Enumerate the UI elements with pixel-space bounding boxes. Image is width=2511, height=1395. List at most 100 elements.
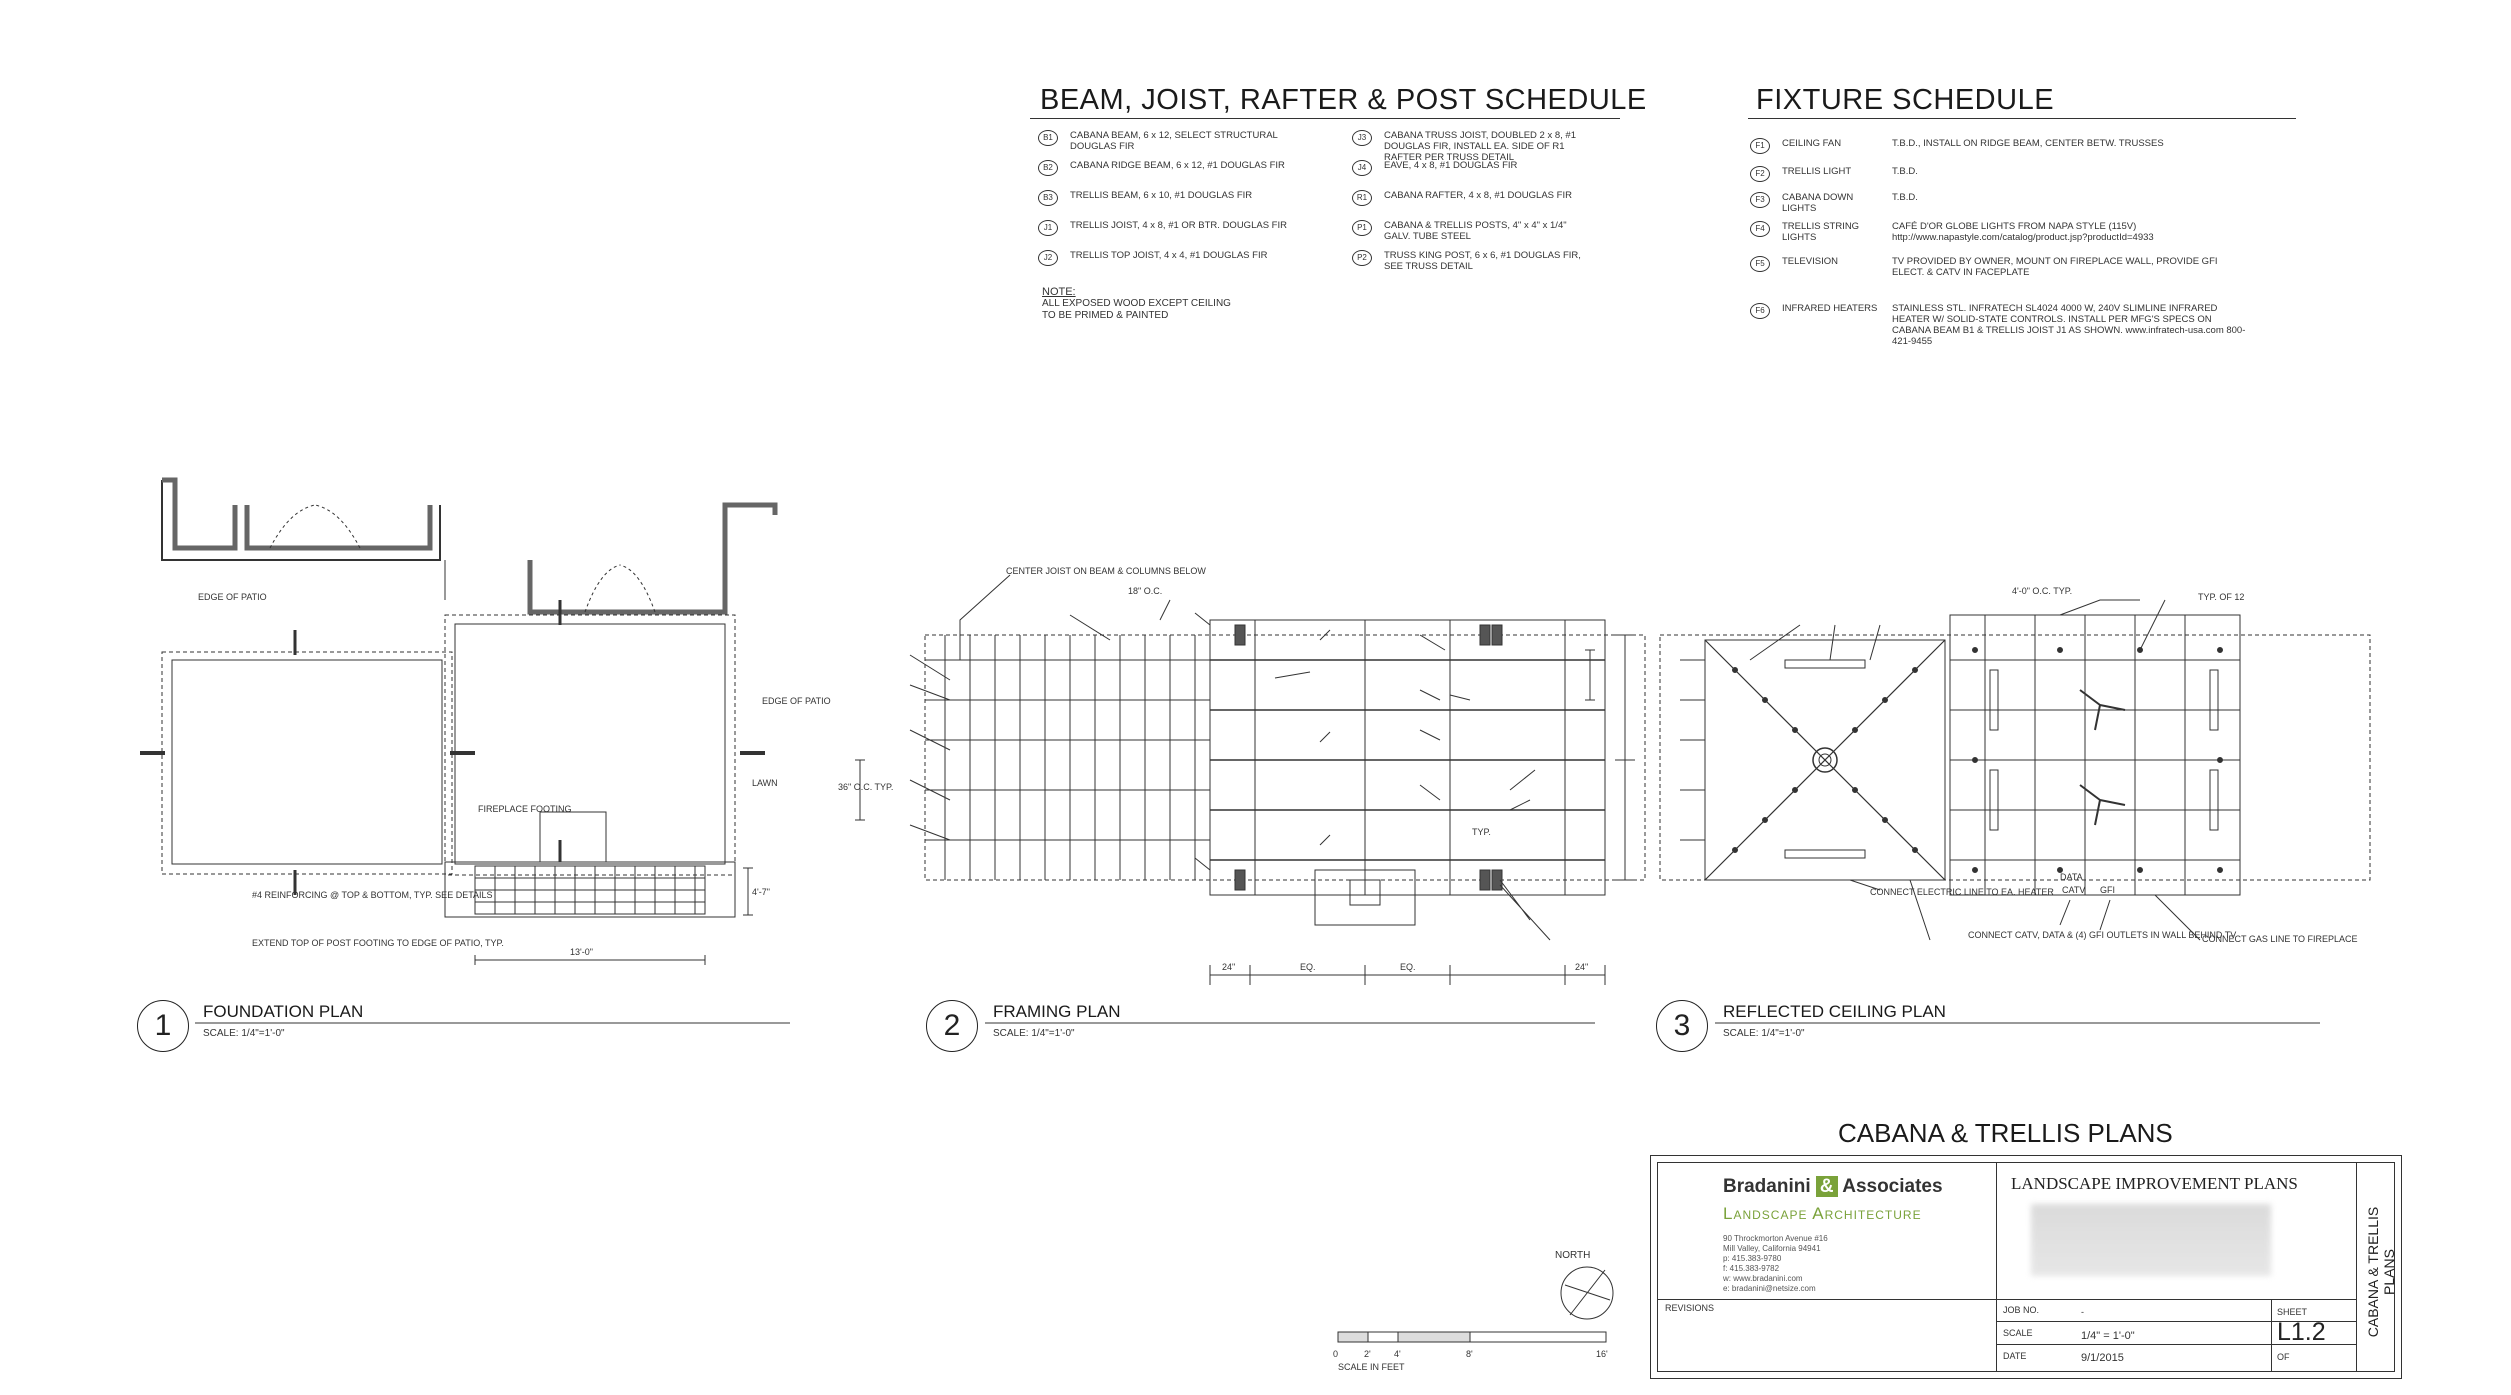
north-arrow: [1560, 1266, 1614, 1320]
scale-tick-4: 4': [1394, 1349, 1401, 1359]
fixture-name: TRELLIS STRING LIGHTS: [1782, 221, 1860, 243]
schedule-text: TRELLIS BEAM, 6 x 10, #1 DOUGLAS FIR: [1070, 190, 1253, 201]
label-north: NORTH: [1555, 1250, 1590, 1261]
title-block: Bradanini & Associates Landscape Archite…: [1650, 1155, 2402, 1379]
label-fireplace-footing: FIREPLACE FOOTING: [478, 804, 572, 814]
schedule-item-j2: J2 TRELLIS TOP JOIST, 4 x 4, #1 DOUGLAS F…: [1038, 250, 1300, 266]
label-typ-of-12: TYP. OF 12: [2198, 592, 2244, 602]
schedule-item-p1: P1 CABANA & TRELLIS POSTS, 4" x 4" x 1/4"…: [1352, 220, 1584, 242]
dim-24-left: 24": [1222, 962, 1235, 972]
label-data: DATA: [2060, 872, 2083, 882]
plan-3-number: 3: [1656, 1000, 1708, 1052]
title-block-divider-1: [1996, 1162, 1997, 1372]
schedule-text: CABANA & TRELLIS POSTS, 4" x 4" x 1/4" G…: [1384, 220, 1567, 242]
note-text-1: ALL EXPOSED WOOD EXCEPT CEILING: [1042, 298, 1231, 309]
plan-1-scale: SCALE: 1/4"=1'-0": [203, 1028, 285, 1039]
schedule-text: TRELLIS TOP JOIST, 4 x 4, #1 DOUGLAS FIR: [1070, 250, 1268, 261]
label-lawn: LAWN: [752, 778, 778, 788]
date-label: DATE: [2003, 1351, 2027, 1361]
schedule-tag: B3: [1038, 190, 1058, 206]
schedule-tag: B2: [1038, 160, 1058, 176]
plan-1-number: 1: [137, 1000, 189, 1052]
beam-note: NOTE: ALL EXPOSED WOOD EXCEPT CEILING TO…: [1042, 286, 1231, 322]
note-text-2: TO BE PRIMED & PAINTED: [1042, 310, 1169, 321]
project-name-redacted: [2031, 1204, 2271, 1276]
schedule-tag: P1: [1352, 220, 1372, 236]
sheet-number: L1.2: [2277, 1318, 2326, 1346]
sheet-label: SHEET: [2277, 1307, 2308, 1317]
firm-web: w: www.bradanini.com: [1723, 1274, 1803, 1283]
ceiling-plan-drawing: [1659, 599, 2371, 941]
firm-addr-1: 90 Throckmorton Avenue #16: [1723, 1234, 1828, 1243]
label-reinforcing: #4 REINFORCING @ TOP & BOTTOM, TYP. SEE …: [252, 890, 493, 900]
fixture-tag: F6: [1750, 303, 1770, 319]
firm-addr-2: Mill Valley, California 94941: [1723, 1244, 1821, 1253]
of-label: OF: [2277, 1352, 2290, 1362]
schedule-text: CABANA RAFTER, 4 x 8, #1 DOUGLAS FIR: [1384, 190, 1572, 201]
scale-value: 1/4" = 1'-0": [2081, 1330, 2135, 1342]
fixture-tag: F5: [1750, 256, 1770, 272]
title-block-inner: [1657, 1162, 2395, 1372]
fixture-desc: T.B.D.: [1892, 192, 1918, 203]
fixture-tag: F4: [1750, 221, 1770, 237]
fixture-name: CEILING FAN: [1782, 138, 1842, 149]
title-block-divider-3: [2356, 1162, 2357, 1372]
dim-eq-1: EQ.: [1300, 962, 1316, 972]
label-connect-catv: CONNECT CATV, DATA & (4) GFI OUTLETS IN …: [1968, 930, 2236, 940]
label-4ft-oc: 4'-0" O.C. TYP.: [2012, 586, 2072, 596]
note-label: NOTE:: [1042, 286, 1076, 298]
scale-tick-2: 2': [1364, 1349, 1371, 1359]
fixture-tag: F1: [1750, 138, 1770, 154]
label-connect-gas: CONNECT GAS LINE TO FIREPLACE: [2202, 934, 2358, 944]
fixture-schedule-rule: [1748, 118, 2296, 119]
firm-contact: 90 Throckmorton Avenue #16 Mill Valley, …: [1723, 1234, 1828, 1294]
schedule-text: CABANA TRUSS JOIST, DOUBLED 2 x 8, #1 DO…: [1384, 130, 1576, 163]
dim-13ft: 13'-0": [570, 947, 593, 957]
label-connect-heater: CONNECT ELECTRIC LINE TO EA. HEATER: [1870, 887, 2054, 897]
firm-fax: f: 415.383-9782: [1723, 1264, 1780, 1273]
foundation-plan-drawing: [140, 477, 778, 965]
schedule-tag: B1: [1038, 130, 1058, 146]
schedule-text: TRELLIS JOIST, 4 x 8, #1 OR BTR. DOUGLAS…: [1070, 220, 1287, 231]
schedule-text: CABANA RIDGE BEAM, 6 x 12, #1 DOUGLAS FI…: [1070, 160, 1285, 171]
firm-name-amp: &: [1815, 1176, 1838, 1197]
label-gfi: GFI: [2100, 885, 2115, 895]
fixture-desc: STAINLESS STL. INFRATECH SL4024 4000 W, …: [1892, 303, 2246, 347]
scale-tick-16: 16': [1596, 1349, 1608, 1359]
fixture-schedule-title: FIXTURE SCHEDULE: [1756, 84, 2055, 116]
dim-24-right: 24": [1575, 962, 1588, 972]
fixture-desc: CAFÉ D'OR GLOBE LIGHTS FROM NAPA STYLE (…: [1892, 221, 2154, 243]
title-block-divider-2: [2271, 1299, 2272, 1372]
schedule-text: TRUSS KING POST, 6 x 6, #1 DOUGLAS FIR, …: [1384, 250, 1581, 272]
plan-2-scale: SCALE: 1/4"=1'-0": [993, 1028, 1075, 1039]
firm-name-2: Associates: [1842, 1176, 1943, 1197]
job-no-value: -: [2081, 1307, 2084, 1317]
fixture-name: TRELLIS LIGHT: [1782, 166, 1852, 177]
schedule-tag: J4: [1352, 160, 1372, 176]
beam-schedule-title: BEAM, JOIST, RAFTER & POST SCHEDULE: [1040, 84, 1647, 116]
label-edge-of-patio: EDGE OF PATIO: [198, 592, 267, 602]
fixture-item-f2: F2 TRELLIS LIGHT T.B.D.: [1750, 166, 2252, 182]
framing-plan-drawing: [855, 574, 1646, 985]
fixture-tag: F2: [1750, 166, 1770, 182]
label-edge-of-patio-right: EDGE OF PATIO: [762, 696, 831, 706]
scale-label: SCALE: [2003, 1328, 2033, 1338]
firm-name-1: Bradanini: [1723, 1176, 1811, 1197]
schedule-tag: J2: [1038, 250, 1058, 266]
label-36oc: 36" O.C. TYP.: [838, 782, 893, 792]
date-value: 9/1/2015: [2081, 1352, 2124, 1364]
dim-eq-2: EQ.: [1400, 962, 1416, 972]
fixture-desc: T.B.D.: [1892, 166, 1918, 177]
title-block-hline-3: [1996, 1344, 2356, 1345]
side-title: CABANA & TRELLIS PLANS: [2365, 1206, 2397, 1338]
scale-tick-0: 0: [1333, 1349, 1338, 1359]
scale-tick-8: 8': [1466, 1349, 1473, 1359]
job-no-label: JOB NO.: [2003, 1305, 2040, 1315]
